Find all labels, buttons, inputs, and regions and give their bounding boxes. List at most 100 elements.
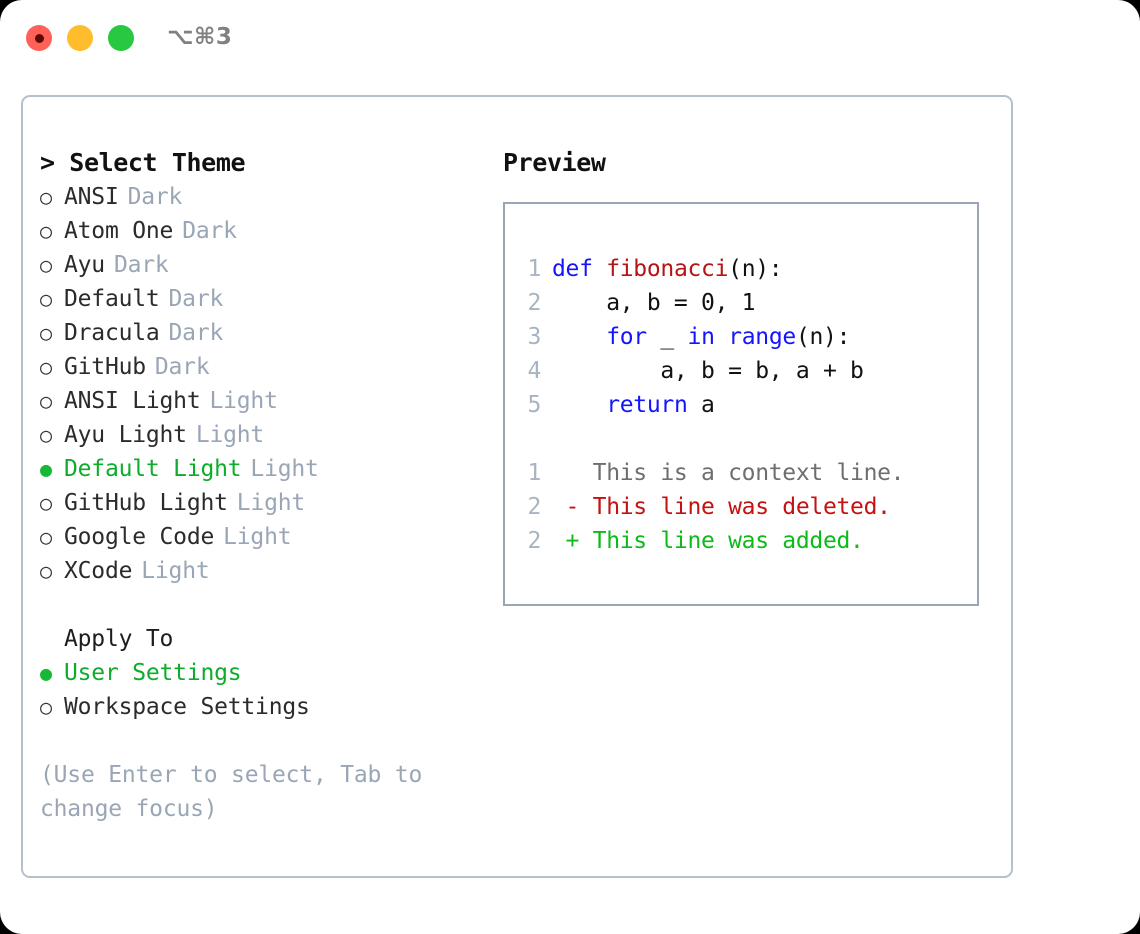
apply-to-option-1[interactable]: ○ Workspace Settings (40, 690, 490, 724)
apply-to-option-0[interactable]: ● User Settings (40, 656, 490, 690)
radio-unselected-icon: ○ (40, 559, 52, 583)
option-label: User Settings (64, 660, 242, 686)
option-tag: Light (195, 422, 265, 448)
radio-unselected-icon: ○ (40, 525, 52, 549)
theme-option-11[interactable]: ○ XCode Light (40, 554, 490, 588)
option-label: Default (64, 286, 160, 312)
line-number: 4 (527, 358, 541, 384)
option-tag: Light (250, 456, 319, 482)
code-token: fibonacci (606, 256, 729, 282)
theme-option-9[interactable]: ○ GitHub Light Light (40, 486, 490, 520)
line-number: 3 (527, 324, 541, 350)
diff-line-1: 2 - This line was deleted. (519, 490, 904, 524)
code-token: (n): (795, 324, 851, 350)
list-spacer (40, 588, 490, 622)
code-token (715, 324, 729, 350)
close-window-icon[interactable] (26, 25, 52, 51)
radio-unselected-icon: ○ (40, 355, 52, 379)
code-token: return (606, 392, 688, 418)
option-tag: Light (223, 524, 292, 550)
option-label: GitHub Light (64, 490, 228, 516)
code-token: - This line was deleted. (552, 494, 891, 520)
line-number: 1 (527, 460, 541, 486)
code-token: This is a context line. (552, 460, 905, 486)
option-tag: Dark (154, 354, 210, 380)
line-number: 5 (527, 392, 541, 418)
code-token: def (552, 256, 607, 282)
code-token (552, 392, 606, 418)
option-tag: Dark (168, 320, 224, 346)
code-token: in (687, 324, 715, 350)
theme-option-2[interactable]: ○ Ayu Dark (40, 248, 490, 282)
keyboard-hint-text: (Use Enter to select, Tab to change focu… (40, 762, 436, 822)
code-token: a (687, 392, 715, 418)
select-theme-header: > Select Theme (40, 148, 246, 177)
code-line-1: 2 a, b = 0, 1 (519, 286, 904, 320)
line-number: 2 (527, 494, 541, 520)
theme-option-8[interactable]: ● Default Light Light (40, 452, 490, 486)
theme-option-10[interactable]: ○ Google Code Light (40, 520, 490, 554)
apply-to-list[interactable]: ● User Settings ○ Workspace Settings (40, 656, 490, 724)
option-label: GitHub (64, 354, 146, 380)
radio-unselected-icon: ○ (40, 423, 52, 447)
option-label: XCode (64, 558, 133, 584)
option-label: Ayu (64, 252, 105, 278)
code-token: + This line was added. (552, 528, 864, 554)
line-number: 2 (527, 290, 541, 316)
theme-option-4[interactable]: ○ Dracula Dark (40, 316, 490, 350)
theme-option-5[interactable]: ○ GitHub Dark (40, 350, 490, 384)
code-token (552, 324, 606, 350)
option-label: ANSI (64, 184, 119, 210)
option-label: Workspace Settings (64, 694, 310, 720)
code-token: a, b = b, a + b (552, 358, 864, 384)
option-tag: Light (209, 388, 278, 414)
radio-selected-icon: ● (40, 661, 52, 685)
option-label: Default Light (64, 456, 242, 482)
diff-line-0: 1 This is a context line. (519, 456, 904, 490)
line-number: 1 (527, 256, 541, 282)
option-tag: Light (236, 490, 306, 516)
option-label: Google Code (64, 524, 215, 550)
option-tag: Dark (113, 252, 169, 278)
option-tag: Dark (168, 286, 224, 312)
theme-option-0[interactable]: ○ ANSI Dark (40, 180, 490, 214)
option-label: Dracula (64, 320, 160, 346)
code-line-0: 1 def fibonacci(n): (519, 252, 904, 286)
code-token: (n): (728, 256, 783, 282)
code-token: range (728, 324, 796, 350)
maximize-window-icon[interactable] (108, 25, 134, 51)
radio-unselected-icon: ○ (40, 491, 52, 515)
title-bar: ⌥⌘3 (0, 0, 1140, 80)
radio-unselected-icon: ○ (40, 253, 52, 277)
diff-line-2: 2 + This line was added. (519, 524, 904, 558)
radio-selected-icon: ● (40, 457, 52, 481)
code-token: _ (646, 324, 688, 350)
code-token: for (606, 324, 647, 350)
radio-unselected-icon: ○ (40, 219, 52, 243)
option-tag: Light (141, 558, 210, 584)
code-line-4: 5 return a (519, 388, 904, 422)
apply-to-header: Apply To (64, 626, 174, 652)
line-number: 2 (527, 528, 541, 554)
radio-unselected-icon: ○ (40, 321, 52, 345)
code-line-2: 3 for _ in range(n): (519, 320, 904, 354)
option-label: Atom One (64, 218, 174, 244)
radio-unselected-icon: ○ (40, 185, 52, 209)
radio-unselected-icon: ○ (40, 695, 52, 719)
code-token: a, b = 0, 1 (552, 290, 756, 316)
code-blank-line (519, 422, 904, 456)
option-tag: Dark (127, 184, 183, 210)
minimize-window-icon[interactable] (67, 25, 93, 51)
preview-title: Preview (503, 148, 606, 177)
keyboard-shortcut-label: ⌥⌘3 (167, 24, 233, 50)
